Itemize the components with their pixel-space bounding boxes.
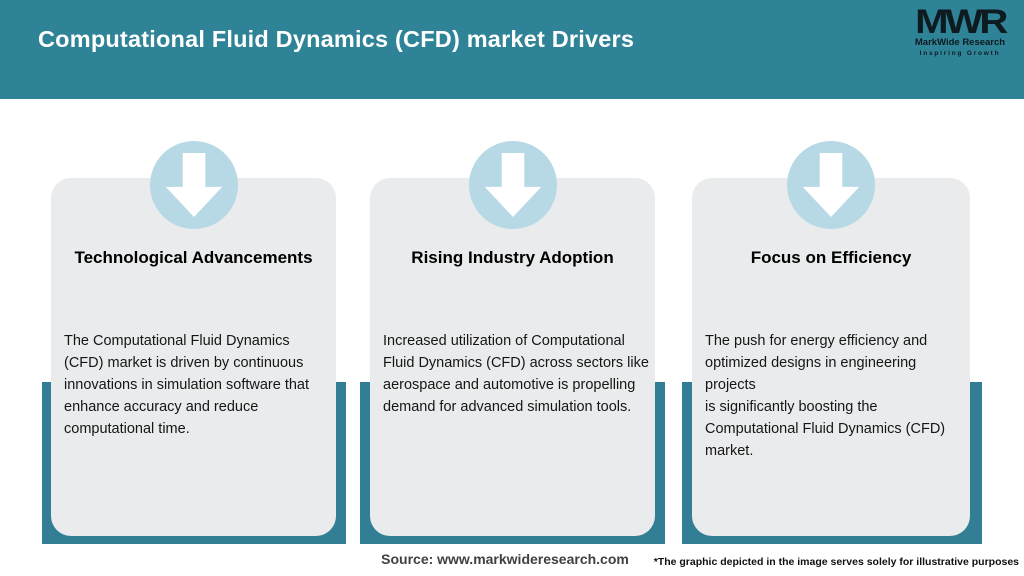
card-title: Technological Advancements <box>74 248 313 267</box>
header-bar: Computational Fluid Dynamics (CFD) marke… <box>0 0 1024 99</box>
driver-card-rising-industry-adoption: Rising Industry Adoption Increased utili… <box>370 141 655 536</box>
card-body-text: Increased utilization of Computational F… <box>383 333 649 415</box>
card-body-text: The Computational Fluid Dynamics (CFD) m… <box>64 333 310 437</box>
card-title: Rising Industry Adoption <box>411 248 614 267</box>
disclaimer-text: *The graphic depicted in the image serve… <box>653 556 1019 568</box>
logo-monogram: MWR <box>915 3 1008 41</box>
arrow-circle <box>468 141 557 229</box>
markwide-logo: MWR MarkWide Research Inspiring Growth <box>902 3 1018 58</box>
arrow-circle <box>149 141 238 229</box>
driver-card-focus-on-efficiency: Focus on Efficiency The push for energy … <box>692 141 970 536</box>
card-body-text: The push for energy efficiency and optim… <box>705 333 946 459</box>
down-arrow-icon <box>484 153 541 217</box>
card-title: Focus on Efficiency <box>750 248 912 267</box>
down-arrow-icon <box>802 153 860 217</box>
infographic-title: Computational Fluid Dynamics (CFD) marke… <box>38 26 635 52</box>
driver-card-technological-advancements: Technological Advancements The Computati… <box>51 141 336 536</box>
logo-tagline: Inspiring Growth <box>919 50 1001 57</box>
arrow-circle <box>787 141 875 229</box>
source-text: Source: www.markwideresearch.com <box>381 551 629 567</box>
logo-name: MarkWide Research <box>914 37 1006 48</box>
down-arrow-icon <box>165 153 222 217</box>
